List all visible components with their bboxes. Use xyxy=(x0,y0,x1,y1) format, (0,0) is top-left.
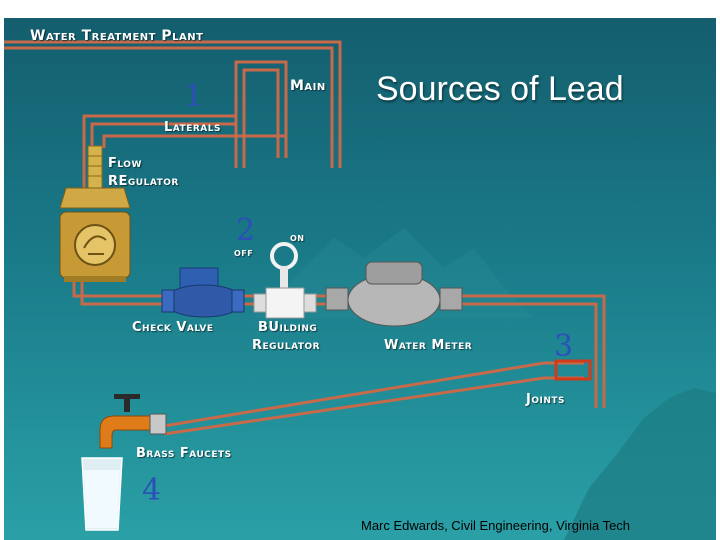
label-laterals: Laterals xyxy=(164,120,221,135)
source-number-3: 3 xyxy=(554,329,574,364)
label-off: off xyxy=(234,246,254,259)
building-regulator-graphic xyxy=(253,242,317,319)
source-number-4: 4 xyxy=(142,473,162,508)
label-flow-regulator-line2: REgulator xyxy=(108,174,179,189)
source-number-1: 1 xyxy=(184,79,204,114)
label-water-treatment-plant: Water Treatment Plant xyxy=(30,28,204,44)
label-building-regulator-line2: Regulator xyxy=(252,338,321,353)
label-on: on xyxy=(290,231,305,244)
label-building-regulator-line1: BUilding xyxy=(258,320,318,335)
label-check-valve: Check Valve xyxy=(132,320,214,335)
check-valve-graphic xyxy=(161,267,245,318)
label-joints: Joints xyxy=(526,392,565,407)
label-main: Main xyxy=(290,78,326,94)
diagram-artwork xyxy=(4,40,716,540)
brass-faucet-graphic xyxy=(99,394,167,449)
joint-graphic xyxy=(554,359,592,381)
flow-regulator-graphic xyxy=(59,145,131,282)
slide: Sources of Lead Water Treatment Plant Ma… xyxy=(4,18,716,540)
slide-credit: Marc Edwards, Civil Engineering, Virgini… xyxy=(361,518,631,533)
source-number-2: 2 xyxy=(236,213,256,248)
glass-of-water-graphic xyxy=(81,457,123,531)
water-meter-graphic xyxy=(325,261,463,327)
label-brass-faucets: Brass Faucets xyxy=(136,446,232,461)
label-water-meter: Water Meter xyxy=(384,338,473,353)
slide-title: Sources of Lead xyxy=(376,70,624,108)
mountain-silhouette xyxy=(564,388,716,540)
label-flow-regulator-line1: Flow xyxy=(108,156,142,171)
